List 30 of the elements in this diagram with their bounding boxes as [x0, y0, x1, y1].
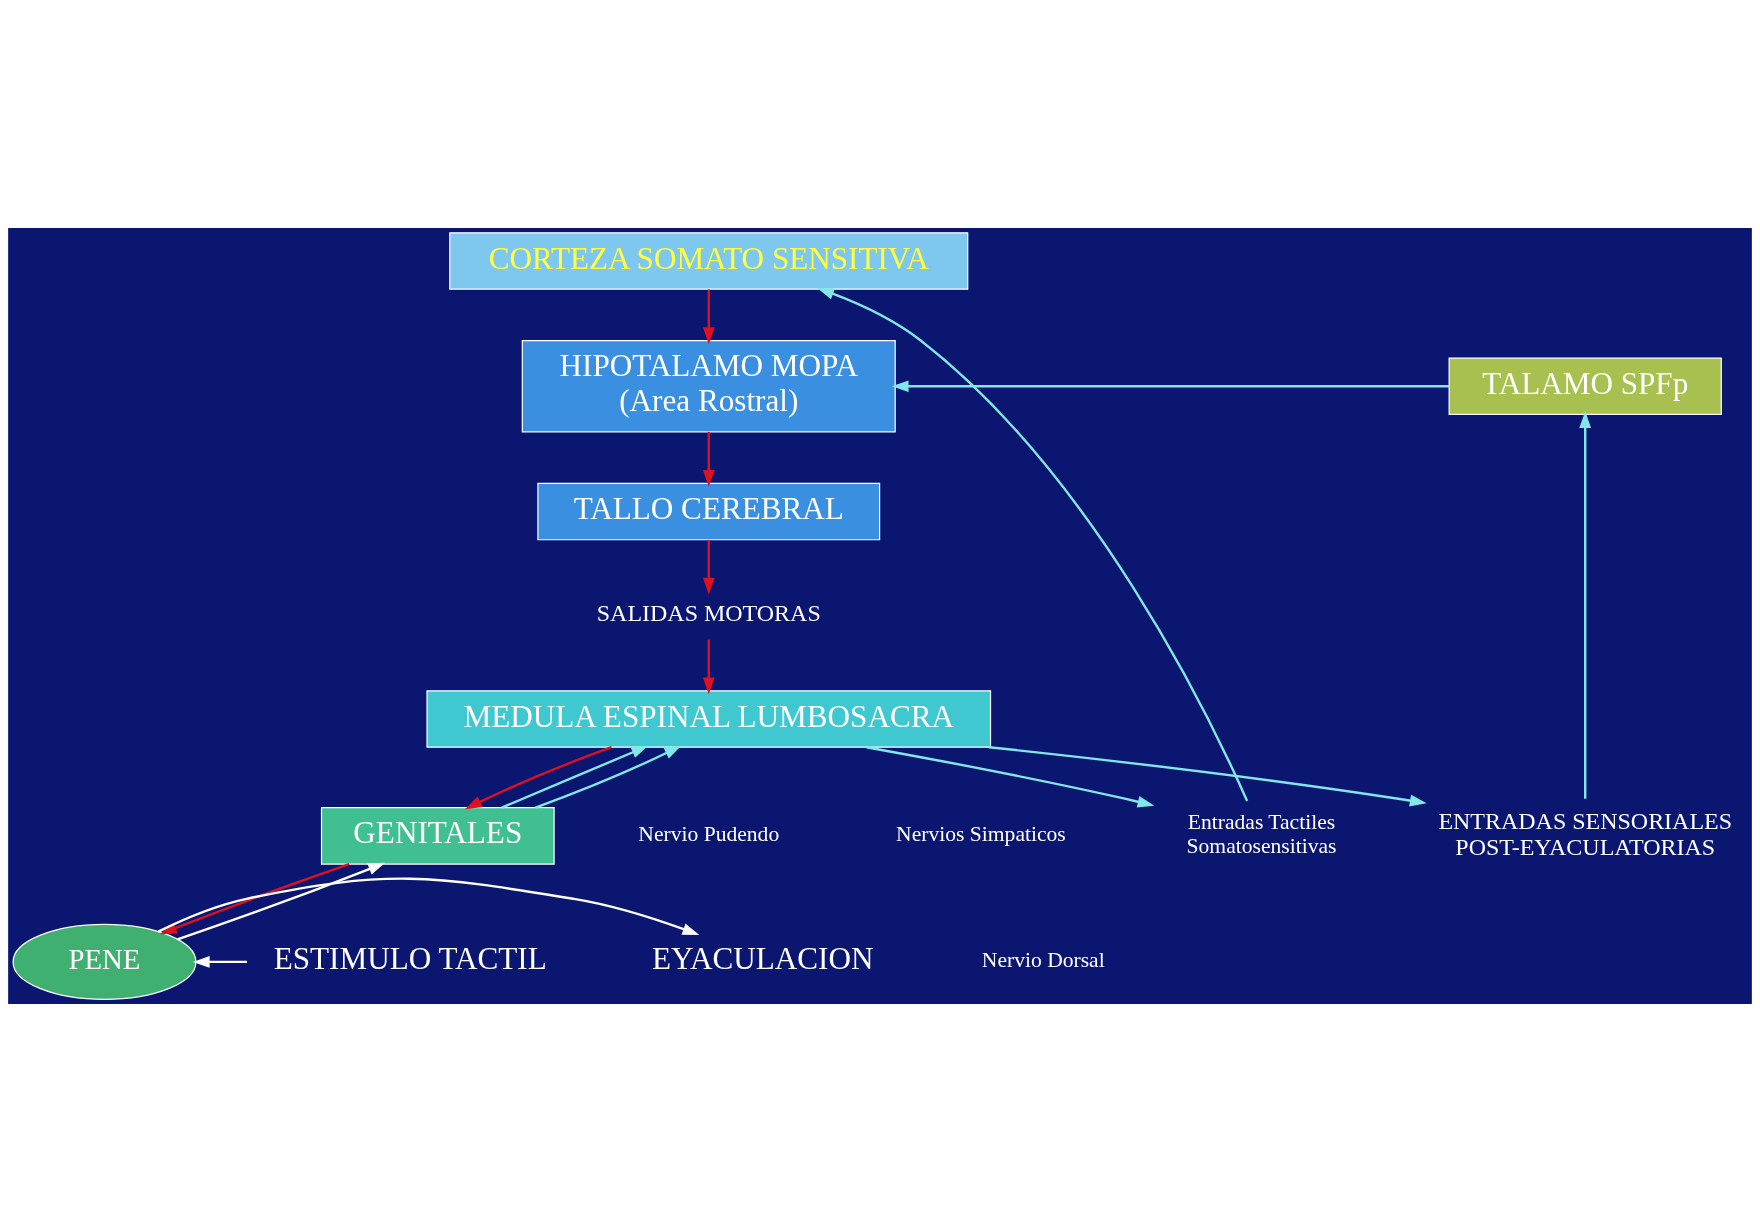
node-text: ENTRADAS SENSORIALES POST-EYACULATORIAS [1438, 807, 1733, 861]
node-box: CORTEZA SOMATO SENSITIVA [449, 232, 969, 290]
arrow [702, 431, 715, 487]
arrow [535, 745, 682, 809]
arrow [988, 746, 1427, 807]
arrow [465, 746, 612, 810]
arrow [817, 288, 1249, 802]
node-text: EYACULACION [651, 941, 874, 977]
node-text: Entradas Tactiles Somatosensitivas [1186, 810, 1337, 859]
arrow [177, 862, 386, 941]
node-text: SALIDAS MOTORAS [596, 600, 821, 627]
arrow [702, 639, 715, 695]
label: Nervio Dorsal [981, 948, 1105, 973]
arrow [159, 862, 350, 935]
label: Nervio Pudendo [638, 822, 780, 847]
arrow [702, 539, 715, 595]
arrow [192, 956, 247, 968]
node-text: ESTIMULO TACTIL [273, 941, 547, 977]
label: Nervios Simpaticos [896, 822, 1066, 847]
arrow [157, 877, 700, 935]
arrow [501, 745, 649, 809]
arrow [702, 289, 715, 345]
node-box: GENITALES [320, 807, 555, 865]
node-box: HIPOTALAMO MOPA (Area Rostral) [521, 340, 896, 433]
arrow [891, 380, 1450, 393]
node-box: TALAMO SPFp [1448, 357, 1722, 416]
node-box: MEDULA ESPINAL LUMBOSACRA [426, 690, 992, 748]
arrow [1579, 411, 1592, 799]
arrow [866, 746, 1155, 808]
node-box: TALLO CEREBRAL [537, 482, 881, 541]
